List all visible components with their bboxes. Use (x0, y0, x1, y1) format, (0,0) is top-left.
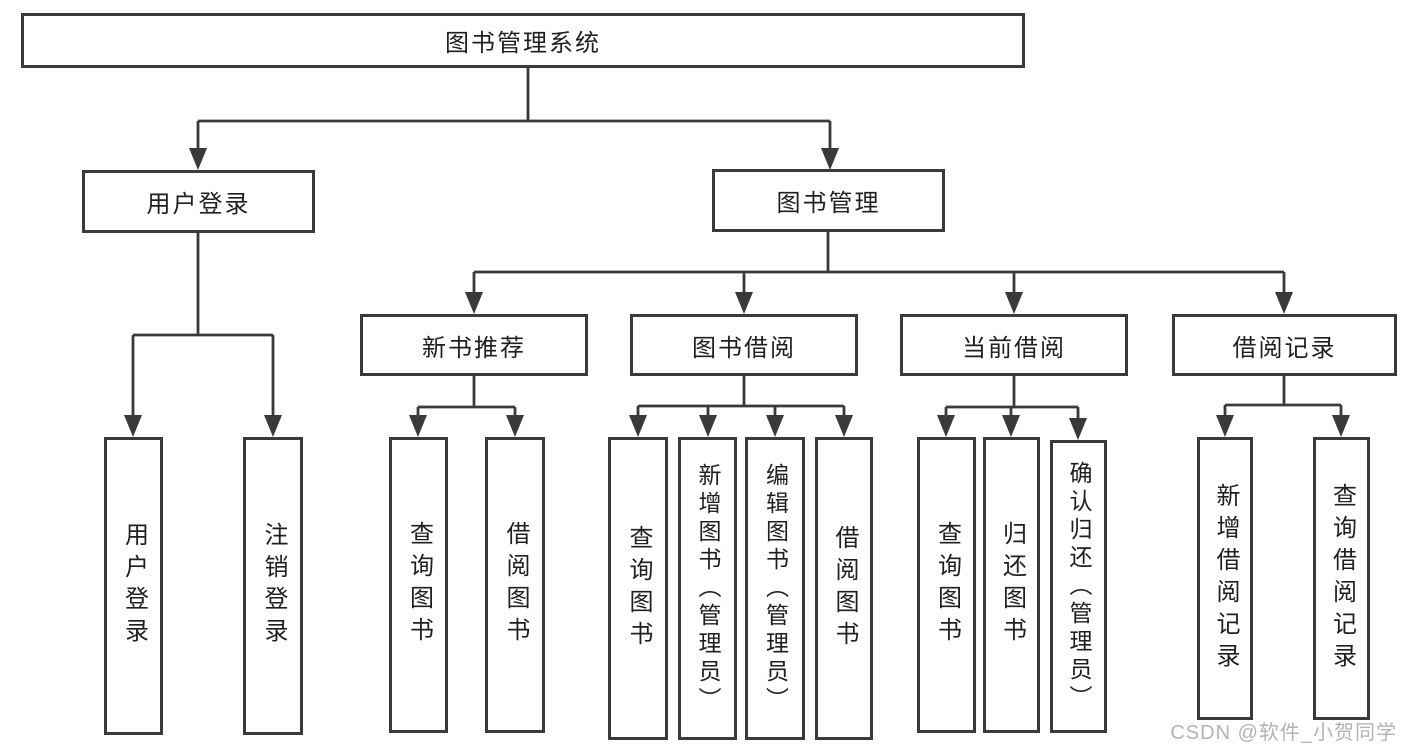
leaf-records-query-record: 查询借阅记录 (1313, 437, 1370, 720)
node-root: 图书管理系统 (21, 13, 1025, 68)
node-borrowing-records-label: 借阅记录 (1232, 334, 1337, 362)
leaf-current-confirm-return-label: 确认归还（管理员） (1066, 460, 1092, 713)
leaf-user-login: 用户登录 (104, 437, 163, 735)
node-book-management-label: 图书管理 (776, 190, 881, 217)
leaf-current-confirm-return: 确认归还（管理员） (1050, 440, 1107, 733)
leaf-user-login-label: 用户登录 (120, 522, 148, 650)
leaf-current-return-books-label: 归还图书 (998, 521, 1026, 649)
node-book-borrowing-label: 图书借阅 (692, 334, 796, 362)
leaf-borrowing-edit-books: 编辑图书（管理员） (745, 437, 805, 740)
node-book-management: 图书管理 (712, 169, 945, 232)
leaf-current-return-books: 归还图书 (983, 437, 1040, 733)
leaf-records-add-record-label: 新增借阅记录 (1212, 482, 1239, 675)
node-user-login-label: 用户登录 (146, 191, 251, 218)
leaf-current-query-books: 查询图书 (917, 437, 976, 733)
csdn-watermark: CSDN @软件_小贺同学 (1170, 722, 1397, 744)
tree-edges (131, 68, 1343, 422)
leaf-borrowing-query-books: 查询图书 (608, 437, 668, 740)
node-new-book-recommendation: 新书推荐 (360, 314, 588, 376)
leaf-logout-label: 注销登录 (260, 522, 287, 650)
arrow-down-icons (124, 148, 1350, 440)
leaf-recommend-borrow-books-label: 借阅图书 (502, 521, 529, 649)
leaf-logout: 注销登录 (243, 437, 303, 735)
leaf-records-query-record-label: 查询借阅记录 (1328, 482, 1356, 675)
leaf-recommend-borrow-books: 借阅图书 (485, 437, 545, 733)
leaf-borrowing-query-books-label: 查询图书 (625, 524, 652, 653)
leaf-borrowing-edit-books-label: 编辑图书（管理员） (762, 462, 789, 715)
leaf-recommend-query-books: 查询图书 (389, 437, 448, 733)
node-user-login: 用户登录 (82, 170, 315, 233)
leaf-borrowing-borrow-books-label: 借阅图书 (831, 524, 858, 653)
leaf-borrowing-add-books-label: 新增图书（管理员） (695, 462, 721, 715)
node-current-borrowing: 当前借阅 (900, 314, 1128, 376)
node-new-book-recommendation-label: 新书推荐 (422, 334, 526, 362)
leaf-borrowing-borrow-books: 借阅图书 (815, 437, 873, 740)
node-current-borrowing-label: 当前借阅 (962, 334, 1066, 362)
node-book-borrowing: 图书借阅 (630, 314, 858, 376)
leaf-records-add-record: 新增借阅记录 (1197, 437, 1253, 720)
leaf-borrowing-add-books: 新增图书（管理员） (678, 437, 737, 740)
leaf-current-query-books-label: 查询图书 (933, 521, 961, 649)
node-borrowing-records: 借阅记录 (1172, 314, 1397, 376)
leaf-recommend-query-books-label: 查询图书 (405, 521, 433, 649)
node-root-label: 图书管理系统 (445, 30, 601, 57)
